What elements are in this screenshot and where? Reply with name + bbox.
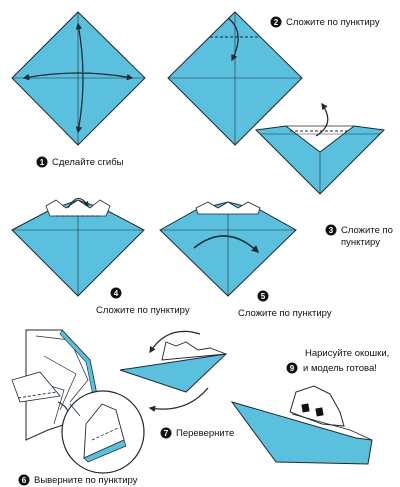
- boat-cabin: [161, 341, 227, 361]
- turn-over-arrow-top-icon: [149, 330, 201, 354]
- boat-hull: [119, 353, 228, 393]
- turn-over-arrow-bottom-icon: [148, 387, 209, 413]
- fold-down-arrow-icon: [227, 17, 239, 62]
- step-3-caption: 3 Сложите по пунктиру: [325, 224, 393, 248]
- step-4-figure: [11, 197, 145, 297]
- step-6-figure: [11, 329, 145, 474]
- step-number-badge: [325, 224, 337, 236]
- boat-deck-line: [291, 413, 373, 441]
- window-right: [315, 407, 324, 417]
- white-band: [195, 201, 261, 215]
- window-left: [301, 403, 310, 413]
- step-number: 3: [329, 226, 334, 235]
- step-6-caption: 6 Выверните по пунктиру: [18, 474, 138, 486]
- boat-flap: [11, 371, 61, 403]
- step-5-figure: [159, 201, 297, 297]
- fold-arrow-icon: [67, 197, 89, 209]
- step-text: Сложите по: [341, 225, 393, 236]
- zoom-boat-blue: [83, 439, 127, 463]
- step-text: Выверните по пунктиру: [34, 475, 138, 486]
- step-number: 1: [40, 158, 45, 167]
- step-number-badge: [270, 16, 282, 28]
- boat-hull: [230, 401, 373, 465]
- step-number-badge: [18, 474, 30, 486]
- step-number-badge: [36, 156, 48, 168]
- step-1-figure: [11, 11, 146, 146]
- step-2-caption: 2 Сложите по пунктиру: [270, 16, 380, 28]
- step-4-caption: 4 Сложите по пунктиру: [96, 287, 190, 316]
- step-9-figure: [230, 385, 373, 465]
- step-9-caption: 9 Нарисуйте окошки, и модель готова!: [286, 348, 389, 374]
- boat-cabin: [289, 385, 345, 427]
- step-7-caption: 7 Переверните: [160, 427, 234, 439]
- step-text: Нарисуйте окошки,: [305, 348, 389, 359]
- step-number-badge: [286, 362, 298, 374]
- step-text: Сложите по пунктиру: [238, 308, 332, 319]
- paper-square: [11, 11, 146, 146]
- folded-flap-white: [284, 125, 356, 153]
- step-text-line-2: пунктиру: [341, 237, 380, 248]
- step-number: 5: [261, 292, 266, 301]
- white-band: [45, 199, 111, 217]
- step-number: 2: [274, 18, 279, 27]
- step-2-figure: [167, 11, 303, 146]
- step-number: 9: [290, 364, 295, 373]
- zoom-connector: [69, 403, 81, 417]
- dashed-fold-line: [17, 391, 57, 399]
- step-number: 4: [114, 289, 119, 298]
- step-1-caption: 1 Сделайте сгибы: [36, 156, 124, 168]
- step-text: Сложите по пунктиру: [96, 305, 190, 316]
- step-number-badge: [257, 290, 269, 302]
- fold-up-arrow-icon: [315, 102, 329, 137]
- step-text: Сделайте сгибы: [52, 157, 124, 168]
- step-number-badge: [160, 427, 172, 439]
- step-3-figure: [254, 102, 386, 195]
- step-number: 7: [164, 429, 169, 438]
- step-7-figure: [119, 330, 228, 413]
- step-text-line-2: и модель готова!: [303, 363, 377, 374]
- step-text: Сложите по пунктиру: [286, 17, 380, 28]
- fold-arrow-horizontal-icon: [22, 72, 134, 81]
- step-5-caption: 5 Сложите по пунктиру: [238, 290, 332, 319]
- step-number-badge: [110, 287, 122, 299]
- step-text: Переверните: [176, 428, 234, 439]
- fold-over-arrow-icon: [193, 235, 260, 254]
- step-number: 6: [22, 476, 27, 485]
